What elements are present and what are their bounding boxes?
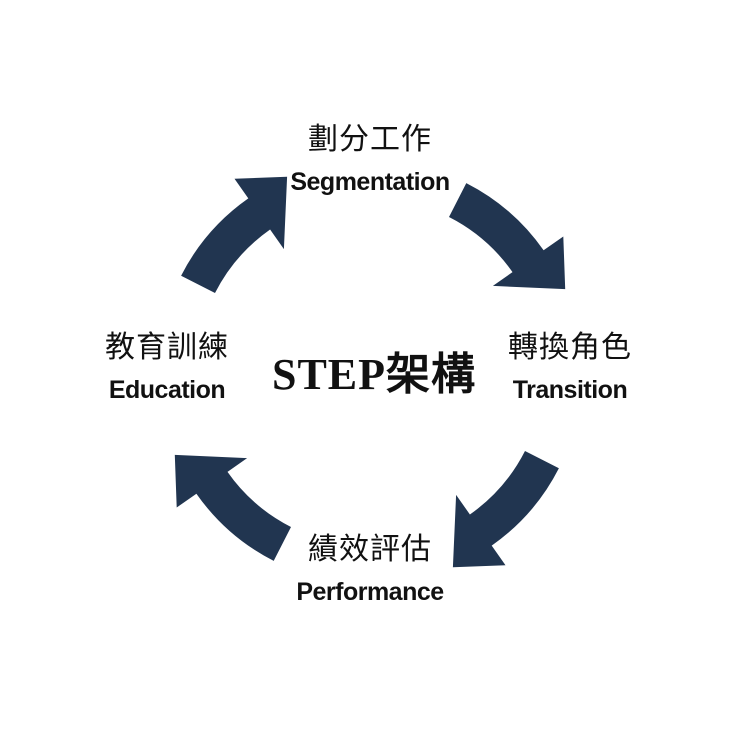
curved-arrow-icon-bottom-left: [174, 454, 291, 561]
node-education-label-zh: 教育訓練: [105, 331, 229, 364]
node-performance: 績效評估 Performance: [296, 533, 444, 607]
node-performance-label-en: Performance: [296, 578, 444, 606]
node-segmentation-label-zh: 劃分工作: [307, 123, 432, 156]
curved-arrow-icon-top-right: [449, 183, 566, 290]
curved-arrow-icon-top-left: [181, 176, 288, 293]
node-segmentation-label-en: Segmentation: [290, 168, 450, 196]
diagram-center-title: STEP架構: [271, 350, 477, 399]
node-transition-label-en: Transition: [512, 376, 628, 404]
node-education: 教育訓練 Education: [105, 331, 229, 405]
curved-arrow-icon-bottom-right: [452, 451, 559, 568]
node-transition: 轉換角色 Transition: [508, 331, 632, 405]
node-segmentation: 劃分工作 Segmentation: [290, 123, 450, 197]
node-education-label-en: Education: [108, 376, 226, 404]
node-transition-label-zh: 轉換角色: [508, 331, 632, 364]
node-performance-label-zh: 績效評估: [307, 533, 432, 566]
